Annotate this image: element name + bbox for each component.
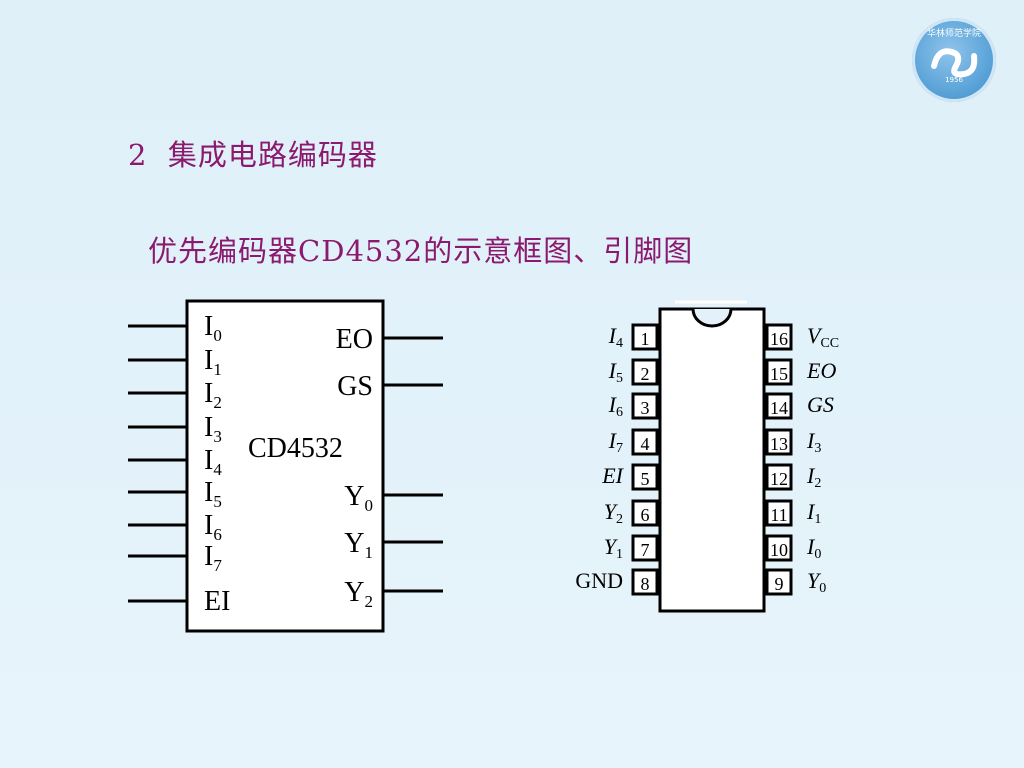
pin-box [631,428,659,456]
pin-number: 14 [770,398,788,418]
pin-number: 15 [770,364,788,384]
pin-box [765,534,793,562]
slide-heading: 2 集成电路编码器 [128,132,378,174]
pin-box [765,392,793,420]
pin-box [765,568,793,596]
pin-box [765,428,793,456]
pin-number: 1 [641,329,650,349]
input-label: I4 [204,445,222,479]
pin-number: 2 [641,364,650,384]
input-label: I3 [204,412,222,446]
heading-number: 2 [128,138,148,172]
pin-box [631,499,659,527]
input-label: I5 [204,477,222,511]
pin-number: 3 [641,398,650,418]
pin-number: 7 [641,540,650,560]
pin-box [631,463,659,491]
pin-label: I0 [806,534,821,562]
pinout-diagram: 1 I4 2 I5 3 I6 4 I7 5 EI 6 Y2 7 Y1 8 GND 16 VCC 15 EO 14 GS 1… [575,300,839,613]
output-label: Y0 [344,481,373,515]
input-label: I2 [204,378,222,412]
pin-box [631,392,659,420]
pin-box [765,499,793,527]
pin-number: 12 [770,469,788,489]
pin-label: VCC [807,323,839,351]
input-label: EI [204,586,230,617]
pin-label: GS [807,392,834,417]
pin-label: EI [601,463,624,488]
pin-label: I4 [608,323,623,351]
logo-year: 1956 [945,76,963,84]
pin-number: 10 [770,540,788,560]
pin-label: I6 [608,392,623,420]
pin-number: 8 [641,574,650,594]
pin-box [631,568,659,596]
ic-notch [691,308,733,328]
pin-box [631,323,659,351]
input-label: I7 [204,541,222,575]
pin-label: Y1 [604,534,623,562]
pin-box [765,358,793,386]
pin-box [631,534,659,562]
chip-name-label: CD4532 [248,433,343,464]
chip-body [185,299,385,633]
input-label: I0 [204,311,222,345]
university-logo: 华林师范学院 1956 [912,18,996,102]
pin-label: Y0 [807,568,826,596]
logo-emblem-icon [931,48,978,78]
pin-label: I3 [806,428,821,456]
slide-subheading: 优先编码器CD4532的示意框图、引脚图 [148,234,694,268]
output-label: Y1 [344,528,373,562]
pin-box [631,358,659,386]
ic-package-body [658,307,766,613]
heading-text: 集成电路编码器 [167,138,378,172]
pin-box [765,463,793,491]
pin-box [765,323,793,351]
pin-number: 11 [770,505,787,525]
output-label: EO [336,324,373,355]
output-label: Y2 [344,577,373,611]
pin-number: 13 [770,434,788,454]
pin-label: Y2 [604,499,623,527]
pin-label: GND [575,568,623,593]
input-label: I6 [204,510,222,544]
pin-label: I5 [608,358,623,386]
pin-number: 16 [770,329,788,349]
input-label: I1 [204,345,222,379]
pin-number: 4 [641,434,650,454]
pin-label: I1 [806,499,821,527]
logo-text: 华林师范学院 [926,29,981,39]
output-label: GS [337,371,373,402]
pin-number: 9 [775,574,784,594]
pin-label: I7 [608,428,623,456]
pin-number: 5 [641,469,650,489]
pin-label: EO [806,358,836,383]
pin-number: 6 [641,505,650,525]
pin-label: I2 [806,463,821,491]
